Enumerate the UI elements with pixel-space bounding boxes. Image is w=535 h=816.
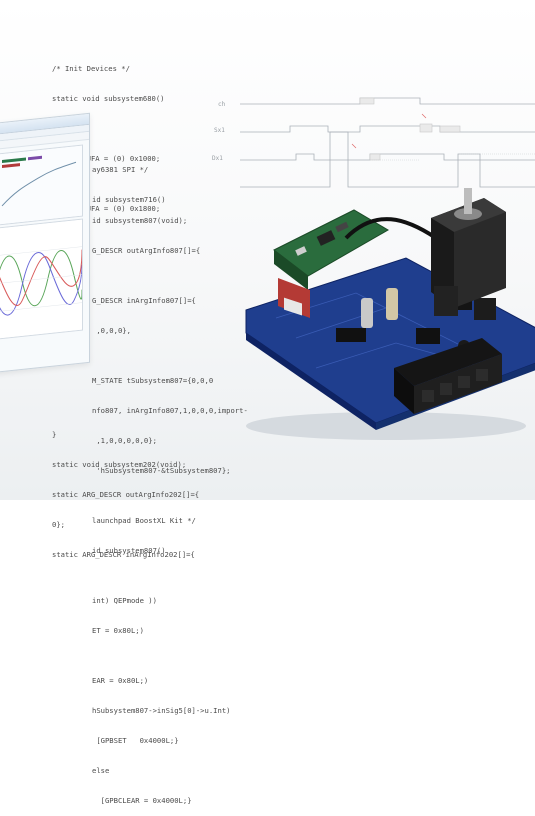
motor-control-kit xyxy=(245,188,535,440)
window-panel-lower xyxy=(0,218,83,340)
terminal-block xyxy=(394,338,502,414)
code-block-side: ay6381 SPI */ id subsystem716() xyxy=(92,165,166,204)
code-block-bottom: } static void subsystem202(void); static… xyxy=(52,430,200,559)
usb-connector xyxy=(284,297,302,316)
software-window xyxy=(0,112,90,374)
wave-label-1: ch xyxy=(218,101,226,108)
wave-label-2: Sx1 xyxy=(214,127,225,134)
sinusoid-plot xyxy=(0,219,83,339)
motor xyxy=(431,188,506,316)
upper-plot xyxy=(0,145,82,225)
wave-label-3: Dx1 xyxy=(212,155,223,162)
motor-shaft xyxy=(464,188,472,214)
motor-cable xyxy=(344,217,438,240)
pcb-edge-front xyxy=(246,333,376,430)
window-panel-upper xyxy=(0,144,83,226)
digital-waveform: ch Sx1 Dx1 xyxy=(212,97,535,188)
